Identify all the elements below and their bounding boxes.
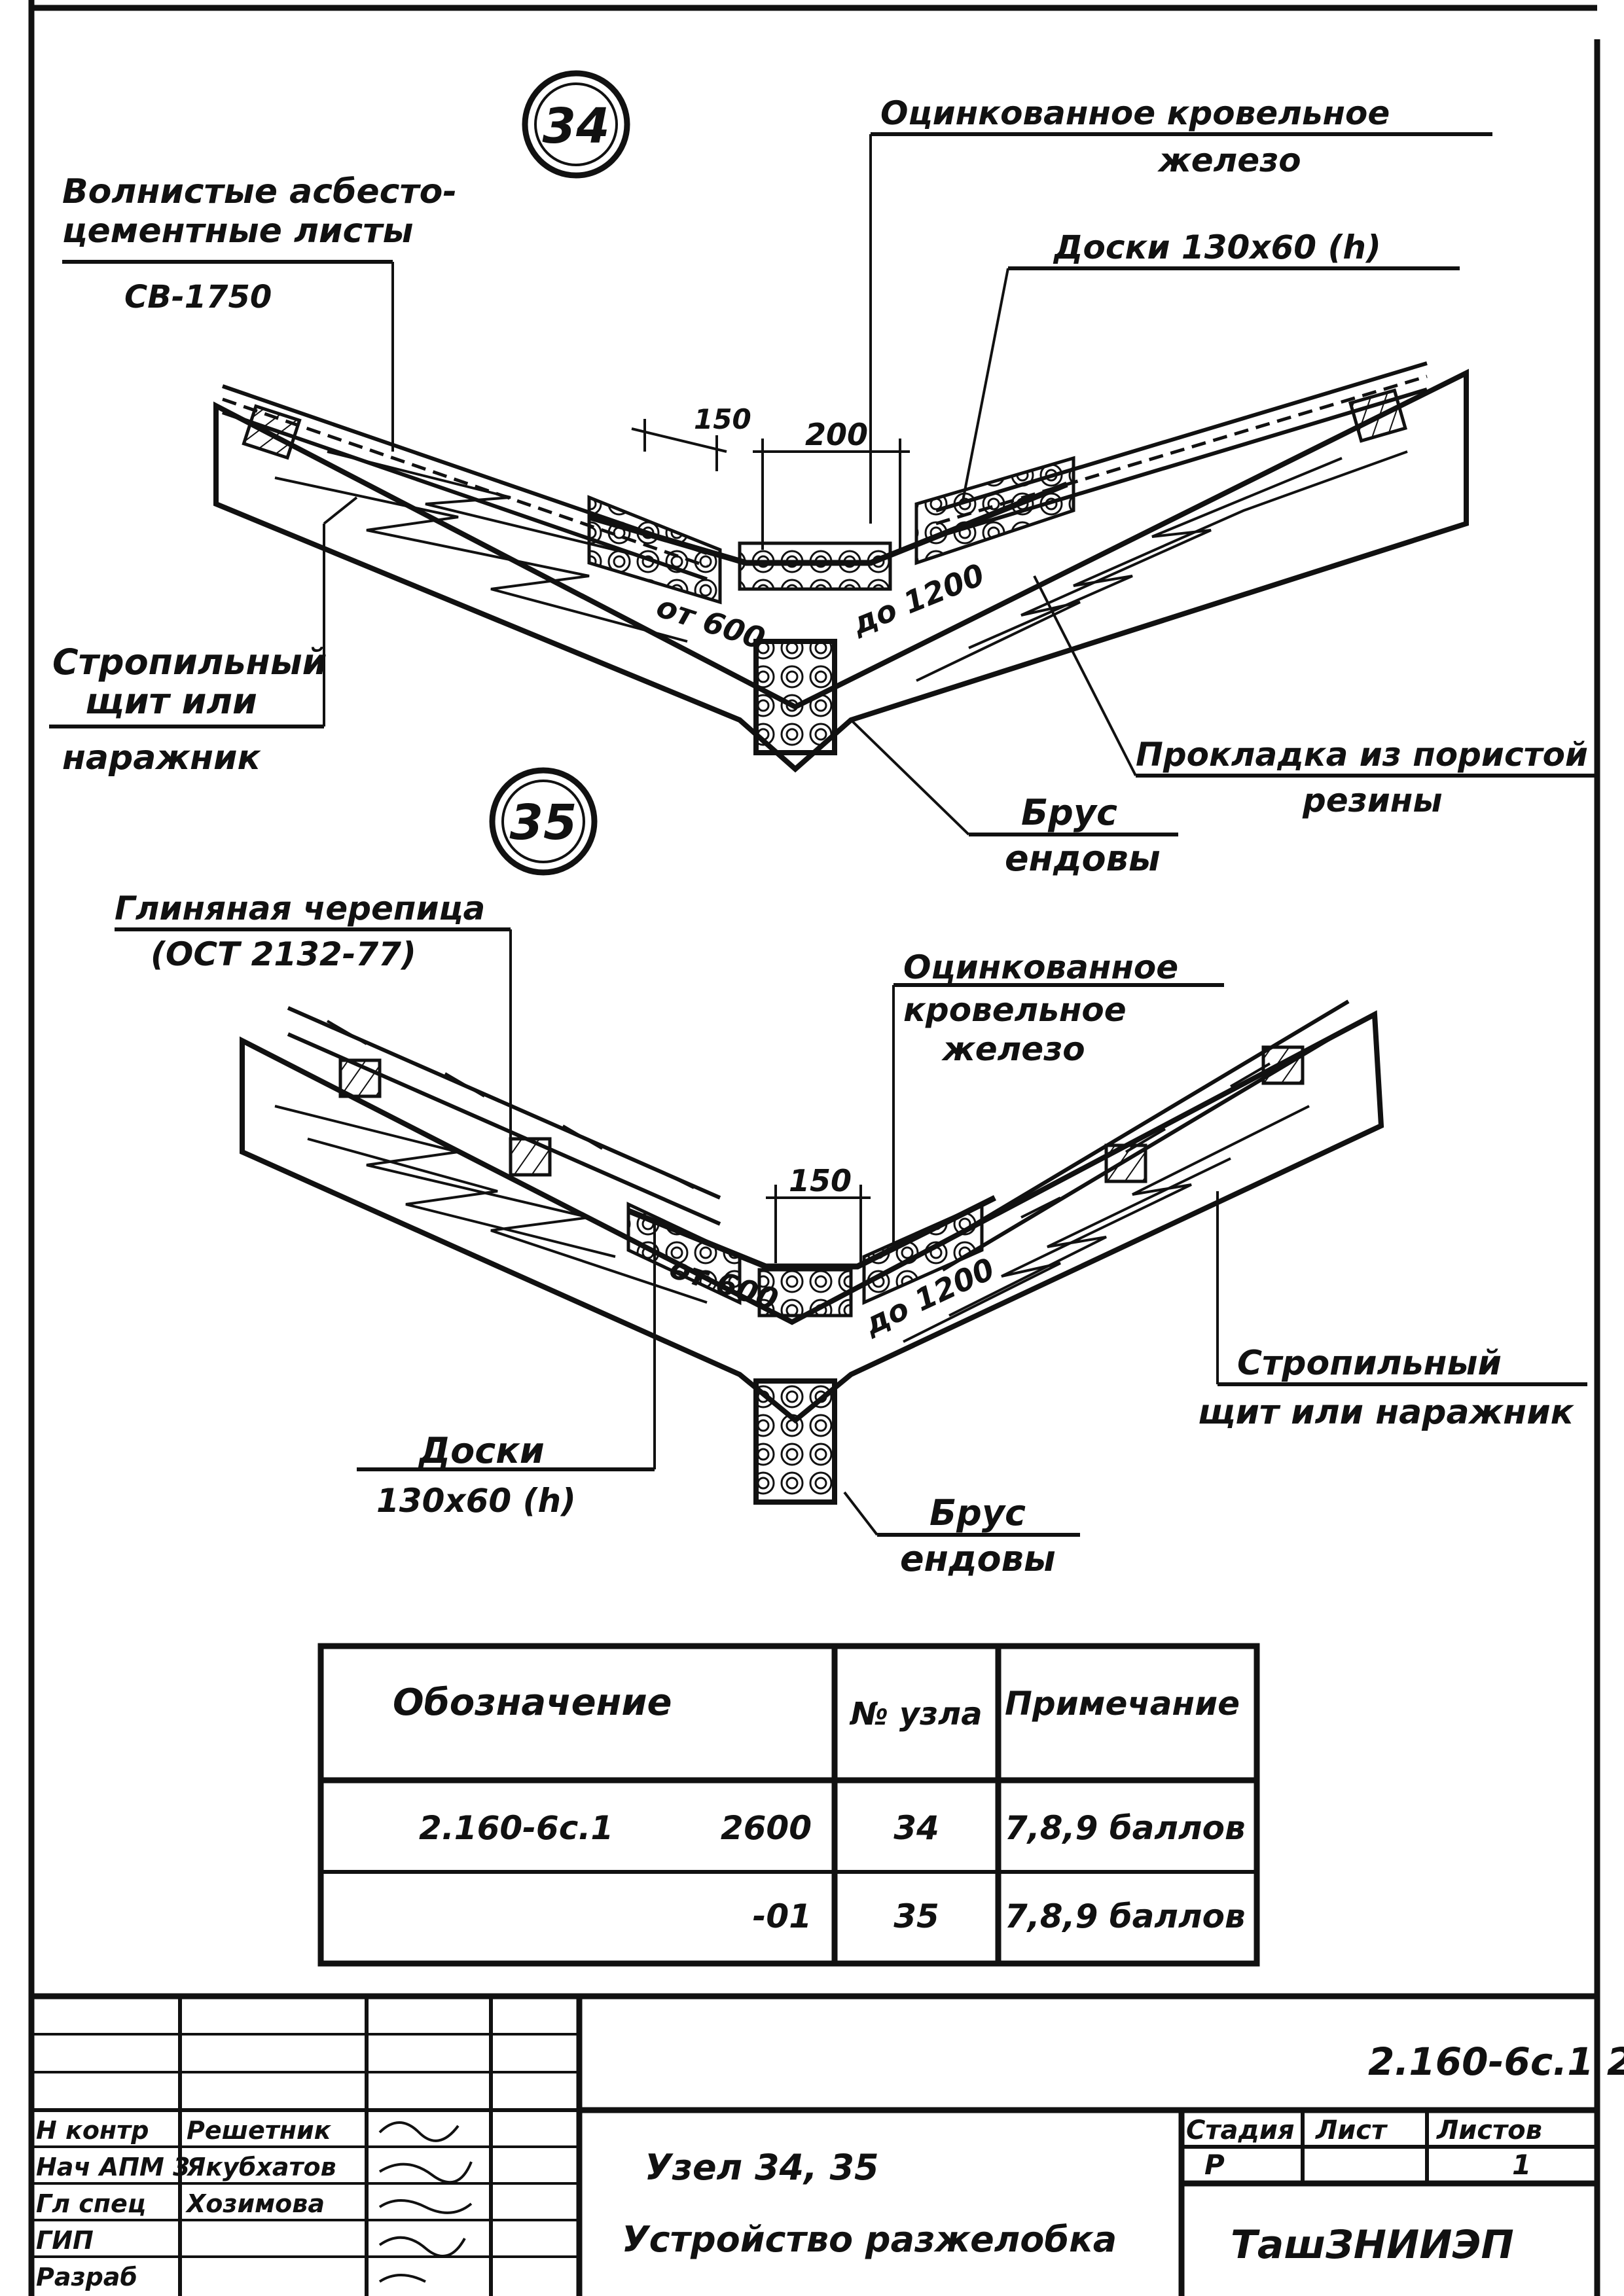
node-34-callout-gasket-1: Прокладка из пористой [1136, 736, 1588, 774]
node-35-callout-iron-3: железо [941, 1030, 1085, 1068]
node-35-gutter-iron [627, 1194, 997, 1270]
node-34-callout-boards: Доски 130х60 (h) [1053, 228, 1381, 266]
node-35-callout-iron-1: Оцинкованное [903, 948, 1178, 986]
node-35-callout-iron-2: кровельное [903, 991, 1127, 1029]
name-nach-apm: Якубхатов [186, 2153, 336, 2181]
node-35-callout-rafter-2: щит или наражник [1198, 1393, 1575, 1432]
node-34-callout-iron-1: Оцинкованное кровельное [880, 94, 1390, 132]
spec-row1-designation: 2.160-6с.1 [419, 1809, 613, 1847]
sheet-header: Лист [1315, 2115, 1388, 2145]
node-35-rafter-shield [240, 1010, 1384, 1424]
node-35-number: 35 [510, 795, 577, 851]
node-35-callout-tile-2: (ОСТ 2132-77) [151, 935, 416, 973]
node-34-callout-asbestos-2: цементные листы [62, 211, 413, 251]
node-35-callout-boards-2: 130х60 (h) [376, 1482, 576, 1520]
title-doc-code: 2.160-6с.1 2600 [1368, 2039, 1624, 2084]
node-35-dim-gutter: 150 [789, 1163, 852, 1198]
name-n-kontr: Решетник [187, 2116, 332, 2145]
spec-row1-note: 7,8,9 баллов [1005, 1809, 1246, 1847]
title-block: 2.160-6с.1 2600 Н контр Нач АПМ 3 Гл спе… [31, 1993, 1624, 2296]
node-34-gutter-iron [588, 481, 1068, 566]
node-34-callout-asbestos-1: Волнистые асбесто- [62, 172, 457, 211]
spec-header-designation: Обозначение [393, 1681, 672, 1724]
sheets-value: 1 [1512, 2149, 1531, 2181]
node-35-callout-boards-1: Доски [418, 1430, 545, 1471]
node-35: 35 150 от 600 до 1200 Глиняная [115, 767, 1587, 1579]
spec-header-node: № узла [849, 1696, 982, 1732]
node-35-callout-tile-1: Глиняная черепица [115, 889, 485, 927]
node-35-callout-rafter-1: Стропильный [1237, 1344, 1502, 1383]
node-34-callout-gasket-2: резины [1302, 781, 1443, 819]
node-34-callout-beam-1: Брус [1021, 792, 1117, 833]
role-n-kontr: Н контр [36, 2116, 149, 2145]
organization: ТашЗНИИЭП [1231, 2222, 1514, 2268]
sheets-header: Листов [1436, 2115, 1542, 2145]
spec-row1-code: 2600 [721, 1809, 812, 1847]
node-34-callout-asbestos-mark: СВ-1750 [124, 279, 272, 315]
node-34-callout-rafter-1: Стропильный [52, 641, 327, 683]
node-34-callout-rafter-3: наражник [62, 738, 261, 778]
node-34-bubble [522, 70, 630, 179]
node-34: 34 150 200 [49, 70, 1597, 879]
spec-table: Обозначение № узла Примечание 2.160-6с.1… [317, 1643, 1260, 1967]
role-gip: ГИП [36, 2226, 94, 2255]
signatures [378, 2121, 473, 2283]
role-razrab: Разраб [36, 2263, 137, 2291]
node-34-callout-iron-2: железо [1157, 141, 1301, 179]
spec-row2-note: 7,8,9 баллов [1005, 1897, 1246, 1935]
spec-row2-node: 35 [893, 1897, 939, 1935]
role-gl-spec: Гл спец [36, 2189, 146, 2218]
title-line-2: Устройство разжелобка [622, 2219, 1117, 2260]
stage-header: Стадия [1186, 2115, 1295, 2145]
sheet-frame [28, 0, 1600, 2296]
node-35-callout-beam-2: ендовы [900, 1538, 1056, 1579]
node-34-number: 34 [543, 98, 610, 154]
stage-value: Р [1204, 2149, 1225, 2181]
node-35-valley-beam [753, 1378, 837, 1505]
node-34-valley-beam [753, 639, 837, 755]
spec-header-note: Примечание [1005, 1685, 1240, 1723]
node-34-callout-beam-2: ендовы [1005, 838, 1161, 879]
spec-row1-node: 34 [893, 1809, 939, 1847]
node-35-callout-beam-1: Брус [929, 1492, 1026, 1534]
title-line-1: Узел 34, 35 [645, 2147, 879, 2188]
spec-row2-code: -01 [753, 1897, 812, 1935]
node-35-bubble [489, 767, 598, 876]
node-34-callout-rafter-2: щит или [85, 681, 257, 722]
name-gl-spec: Хозимова [185, 2189, 325, 2218]
node-34-dim-gutter: 200 [805, 417, 868, 452]
node-34-dim-overlap: 150 [694, 403, 751, 435]
role-nach-apm: Нач АПМ 3 [36, 2153, 190, 2181]
